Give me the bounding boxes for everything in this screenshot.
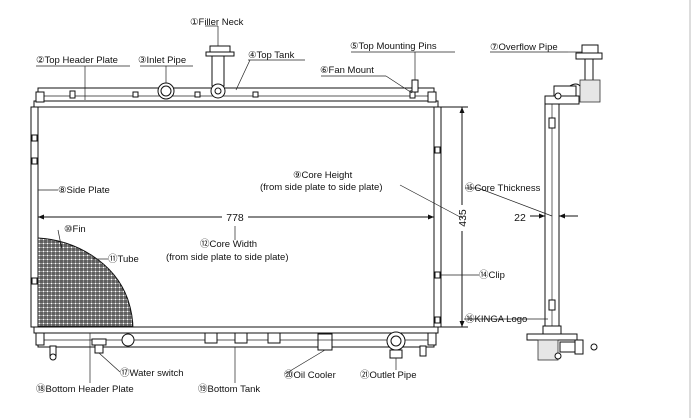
top-tank-shape (37, 87, 435, 103)
height-dimension: 435 (457, 209, 469, 227)
label-top-header-plate: ②Top Header Plate (36, 55, 118, 66)
oil-cooler-fitting-shape (121, 333, 333, 351)
inlet-pipe-shape (157, 82, 175, 100)
filler-neck-shape (205, 45, 235, 99)
label-top-tank: ④Top Tank (248, 50, 295, 61)
outlet-pipe-shape (386, 331, 406, 359)
bottom-header-plate-shape (33, 326, 439, 334)
label-core-thickness: ⑮Core Thickness (465, 183, 541, 194)
radiator-front-view: 778 435 (30, 45, 470, 361)
label-core-width: ⑫Core Width (200, 239, 257, 250)
label-fin: ⑩Fin (64, 224, 86, 235)
label-core-height-note: (from side plate to side plate) (260, 182, 383, 193)
radiator-side-view: 22 (514, 44, 603, 361)
label-fan-mount: ⑥Fan Mount (320, 65, 374, 76)
label-tube: ⑪Tube (108, 254, 139, 265)
top-header-plate-shape (33, 100, 439, 108)
label-core-height: ⑨Core Height (293, 170, 353, 181)
label-side-plate: ⑧Side Plate (58, 185, 110, 196)
label-clip: ⑭Clip (479, 270, 505, 281)
top-mounting-pin-shape (411, 79, 419, 93)
label-filler-neck: ①Filler Neck (190, 17, 244, 28)
thickness-dimension: 22 (514, 212, 526, 224)
label-bottom-tank: ⑲Bottom Tank (198, 384, 260, 395)
label-kinga-logo: ⑯KINGA Logo (465, 314, 527, 325)
label-outlet-pipe: ㉑Outlet Pipe (360, 370, 417, 381)
label-oil-cooler: ⑳Oil Cooler (284, 370, 336, 381)
clip-shape (434, 146, 441, 154)
label-water-switch: ⑰Water switch (120, 368, 184, 379)
leader-lines (36, 25, 582, 383)
label-core-width-note: (from side plate to side plate) (166, 252, 289, 263)
label-bottom-header-plate: ⑱Bottom Header Plate (36, 384, 134, 395)
label-overflow-pipe: ⑦Overflow Pipe (490, 42, 558, 53)
width-dimension: 778 (226, 212, 244, 224)
label-top-mounting-pins: ⑤Top Mounting Pins (350, 41, 437, 52)
side-plate-right (433, 106, 442, 328)
label-inlet-pipe: ③Inlet Pipe (138, 55, 186, 66)
